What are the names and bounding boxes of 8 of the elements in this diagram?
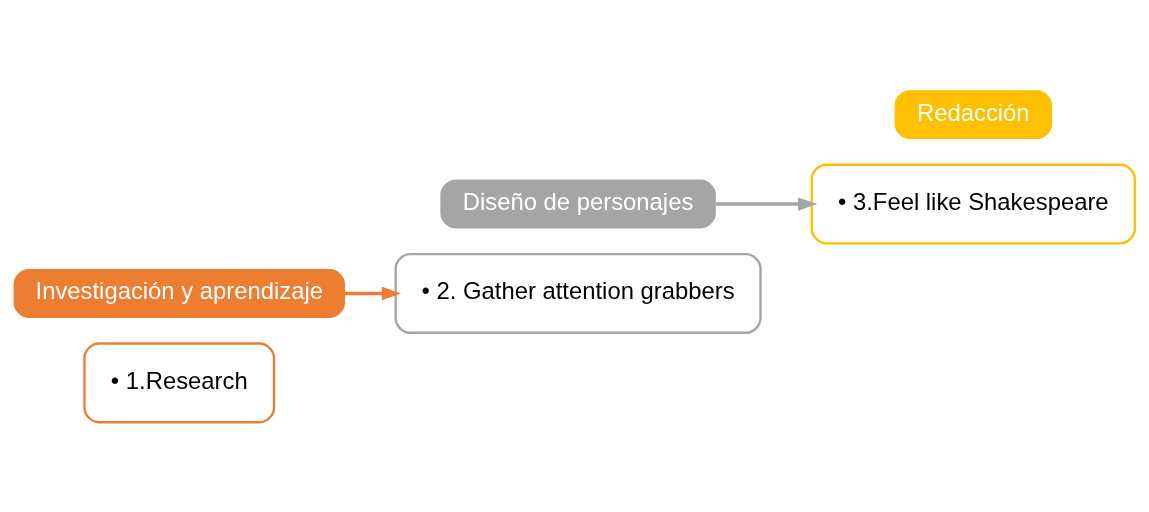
node-box: Diseño de personajes xyxy=(440,179,716,228)
arrow xyxy=(344,286,401,300)
node-box: • 2. Gather attention grabbers xyxy=(394,252,762,334)
node-box: Redacción xyxy=(894,89,1052,139)
node-box: • 3.Feel like Shakespeare xyxy=(810,163,1137,245)
node-box: • 1.Research xyxy=(83,341,276,423)
arrow xyxy=(715,196,818,211)
node-box: Investigación y aprendizaje xyxy=(13,268,345,318)
